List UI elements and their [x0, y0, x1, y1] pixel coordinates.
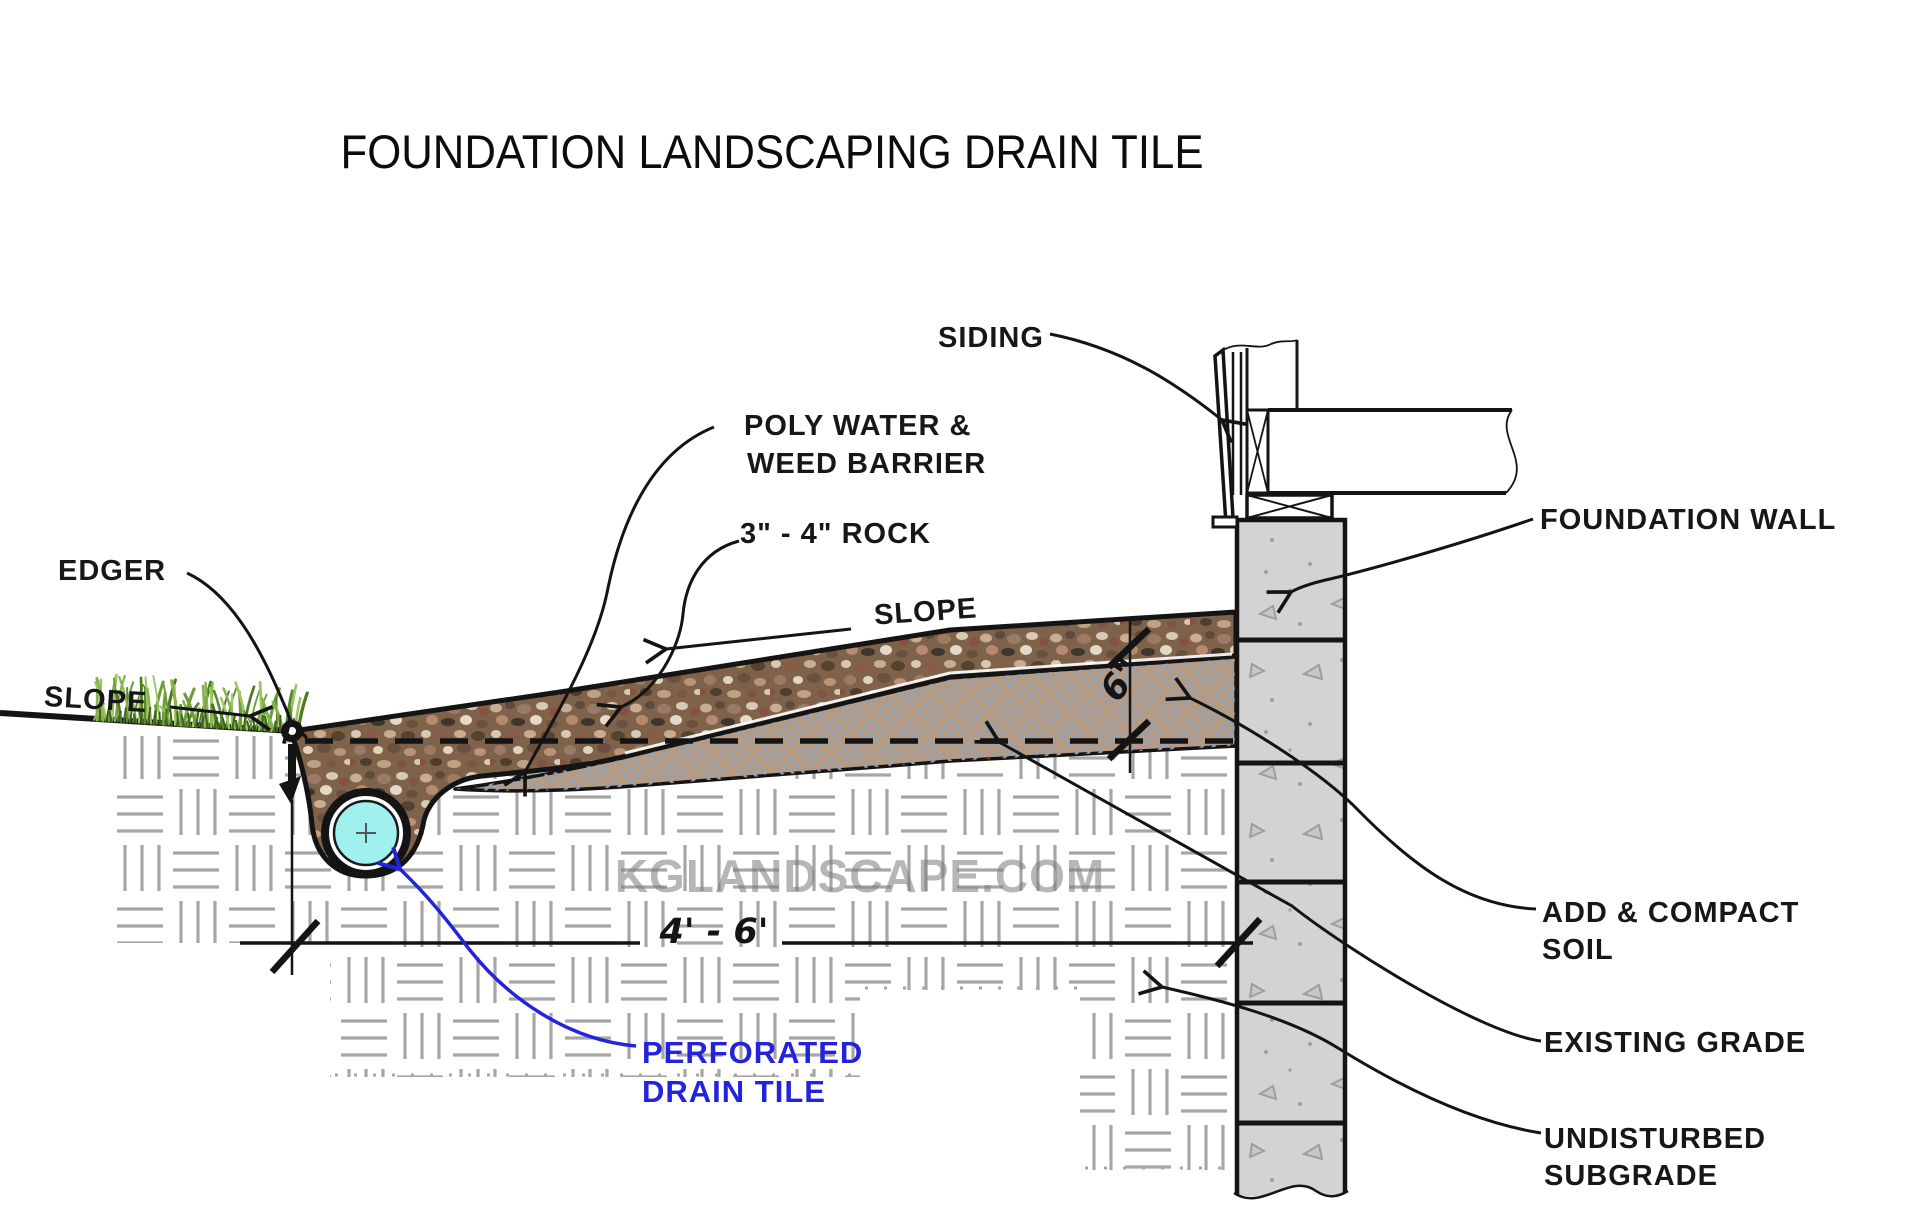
poly-barrier-leader — [503, 425, 715, 797]
wall-break-mask — [1234, 1185, 1348, 1211]
label-add-compact-soil-2: SOIL — [1542, 934, 1614, 966]
label-perforated-drain-tile-1: PERFORATED — [642, 1035, 864, 1070]
dimension-text-trench-width: 4' - 6' — [659, 912, 769, 952]
label-edger: EDGER — [58, 555, 167, 587]
label-foundation-wall: FOUNDATION WALL — [1540, 504, 1837, 536]
add-compact-soil-leader — [1165, 677, 1537, 911]
edger-leader — [186, 571, 308, 745]
pipe-center-mark — [356, 823, 376, 843]
leader-lines — [169, 332, 1542, 1135]
sheathing-lines — [1231, 352, 1243, 495]
sill-plate-x — [1246, 494, 1333, 519]
edger-arrow-tip — [279, 776, 301, 804]
label-poly-barrier-2: WEED BARRIER — [747, 448, 987, 480]
label-poly-barrier-1: POLY WATER & — [744, 410, 972, 442]
label-undisturbed-subgrade-1: UNDISTURBED — [1544, 1123, 1767, 1155]
poly-barrier-line — [624, 652, 1233, 755]
label-add-compact-soil-1: ADD & COMPACT — [1542, 897, 1800, 929]
existing-grade-leader — [974, 720, 1542, 1043]
siding-leader — [1049, 332, 1247, 444]
siding-board — [1213, 346, 1235, 528]
slope-upper-arrow — [642, 627, 852, 665]
floor-break-line — [1505, 409, 1518, 494]
house-framing — [1211, 339, 1518, 529]
drain-tile-leader — [377, 846, 637, 1048]
label-existing-grade: EXISTING GRADE — [1544, 1027, 1807, 1059]
slope-lawn-arrow — [169, 704, 274, 732]
dimension-soil-depth — [1106, 620, 1152, 773]
label-rock: 3" - 4" ROCK — [740, 518, 931, 550]
watermark: KGLANDSCAPE.COM — [614, 850, 1106, 902]
wall-break-line — [1233, 1184, 1349, 1200]
label-slope-upper: SLOPE — [873, 592, 979, 632]
compacted-soil-layer — [453, 655, 1238, 793]
drain-tile — [321, 788, 411, 878]
foundation-wall — [1233, 517, 1349, 1211]
label-slope-lawn: SLOPE — [43, 680, 149, 720]
siding-drip-edge — [1211, 515, 1239, 529]
label-undisturbed-subgrade-2: SUBGRADE — [1544, 1160, 1718, 1192]
rim-joist-x — [1246, 409, 1269, 494]
undisturbed-subgrade-leader — [1138, 969, 1542, 1135]
diagram-title: FOUNDATION LANDSCAPING DRAIN TILE — [340, 125, 1204, 178]
dimension-trench-width — [240, 800, 1263, 975]
foundation-wall-leader — [1266, 517, 1534, 614]
label-perforated-drain-tile-2: DRAIN TILE — [642, 1074, 826, 1109]
rock-leader — [596, 539, 740, 728]
framing-break-line — [1219, 339, 1298, 353]
label-siding: SIDING — [938, 322, 1044, 354]
